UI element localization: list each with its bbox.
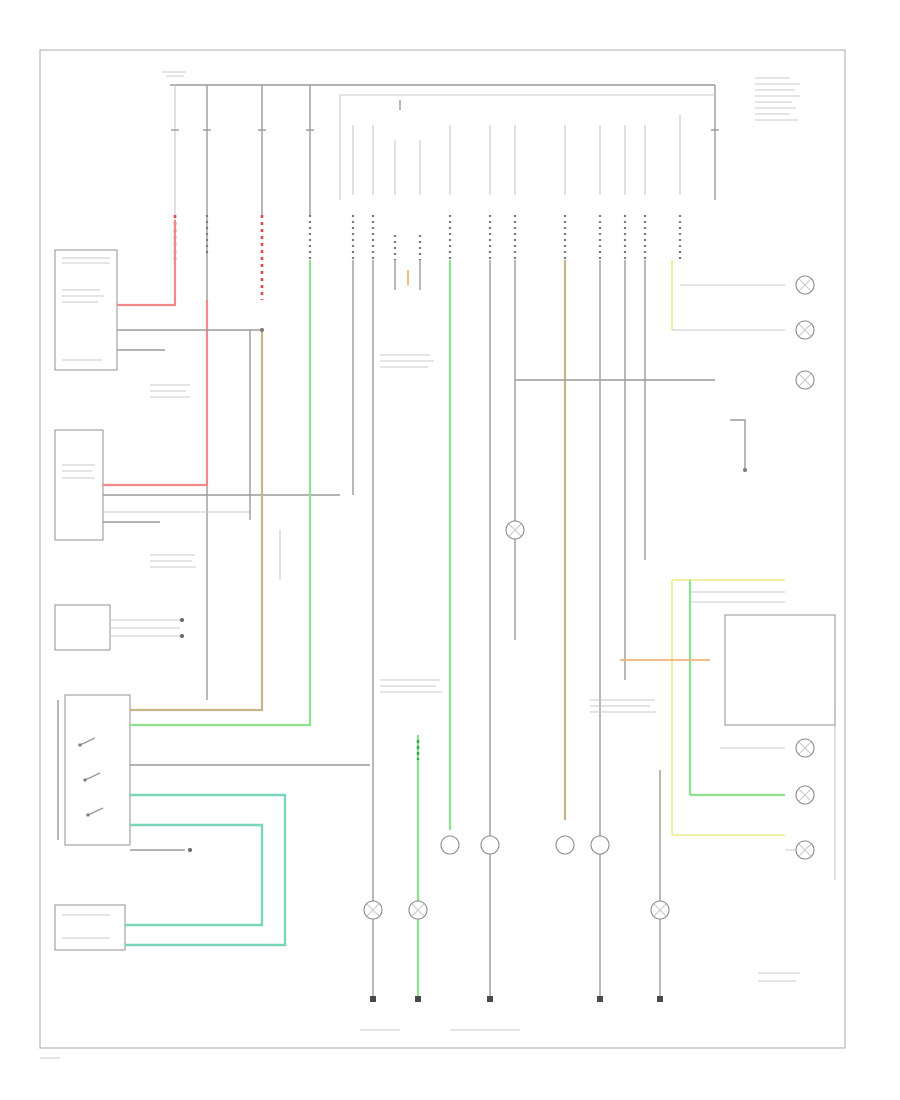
lamp-icon [795,785,815,805]
left-wiring [103,220,370,947]
lamp-icon [363,900,383,920]
lamps [363,275,815,920]
lamp-icon [440,835,460,855]
splice-dot-icon [743,468,747,472]
fuse-labels [158,66,190,78]
power-distribution-bus [158,66,719,700]
lamp-icon [555,835,575,855]
ground-icon [657,996,663,1002]
lamp-icon [408,900,428,920]
center-wiring [352,260,785,1000]
splice-dot-icon [180,618,184,622]
component-label-lines [150,354,656,1031]
ground-icon [370,996,376,1002]
lamp-icon [480,835,500,855]
diagram-frame [39,49,846,1049]
connector-row [173,215,682,300]
lamp-icon [590,835,610,855]
lamp-icon [795,370,815,390]
lamp-icon [795,738,815,758]
splice-dot-icon [188,848,192,852]
lamp-icon [795,275,815,295]
left-module-2 [54,429,104,541]
switch-icon [78,737,104,817]
splice-dots [180,328,747,852]
left-module-3 [54,604,111,651]
ground-icon [597,996,603,1002]
legend [758,972,800,982]
lamp-icon [795,320,815,340]
left-module-bottom [54,904,126,951]
splice-dot-icon [260,328,264,332]
lamp-icon [795,840,815,860]
headlamp-switch [57,694,131,846]
body-control-module-block [339,77,800,200]
right-wiring [620,419,836,880]
lamp-icon [650,900,670,920]
lamp-icon [505,520,525,540]
module-note-lines [755,77,800,121]
left-module-1 [54,249,118,371]
module-pin-columns [352,115,681,195]
grounds [370,996,663,1002]
ground-icon [415,996,421,1002]
splice-dot-icon [180,634,184,638]
ground-icon [487,996,493,1002]
